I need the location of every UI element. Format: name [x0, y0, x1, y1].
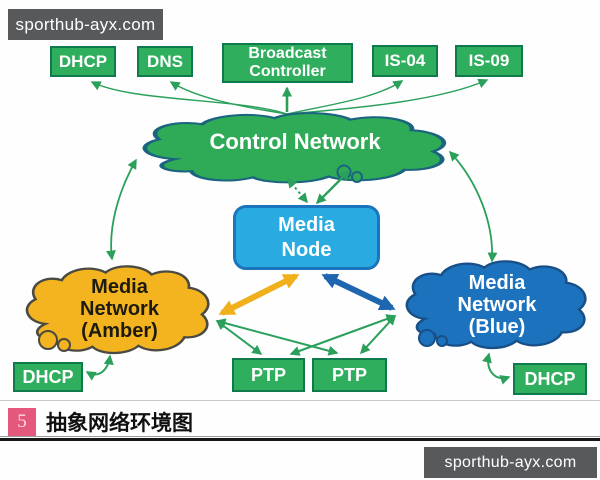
caption-rule-thick: [0, 438, 600, 441]
arrow-blue-ptp2: [359, 314, 397, 355]
dhcp-top-box: DHCP: [50, 46, 116, 77]
arrow-blue-dhcp-right: [482, 352, 511, 385]
watermark-bottom: sporthub-ayx.com: [424, 447, 597, 478]
dhcp-bottom-left-box: DHCP: [13, 362, 83, 392]
ptp-left-box: PTP: [232, 358, 305, 392]
blue-cloud-tail: [418, 329, 448, 347]
dhcp-bottom-right-box: DHCP: [513, 363, 587, 395]
dns-box: DNS: [137, 46, 193, 77]
arrow-control-blue: [448, 150, 498, 263]
figure-caption: 抽象网络环境图: [46, 411, 193, 435]
arrows-control-to-services: [90, 78, 489, 115]
arrows-ptp-links: [215, 314, 397, 356]
caption-rule-thin: [0, 436, 600, 437]
arrow-to-dhcp-top: [90, 81, 288, 115]
media-node-line1: Media: [278, 213, 335, 236]
caption-rule-top: [0, 400, 600, 401]
watermark-top: sporthub-ayx.com: [8, 9, 163, 40]
ptp-right-box: PTP: [312, 358, 387, 392]
arrow-amber-ptp2: [215, 318, 339, 356]
control-network-cloud: [145, 113, 444, 182]
is09-box: IS-09: [455, 45, 523, 77]
arrow-control-medianode-solid: [315, 169, 351, 205]
flow-blue-medianode: [321, 273, 396, 311]
arrow-to-is04: [286, 80, 404, 115]
broadcast-controller-box: Broadcast Controller: [222, 43, 353, 83]
arrow-to-is09: [286, 78, 489, 115]
figure-number-badge: 5: [8, 408, 36, 436]
flow-amber-medianode: [218, 273, 300, 316]
arrow-to-dns: [169, 81, 288, 115]
media-node-box: Media Node: [233, 205, 380, 270]
is04-box: IS-04: [372, 45, 438, 77]
amber-cloud-tail: [38, 330, 71, 352]
media-node-line2: Node: [281, 238, 332, 261]
arrow-control-amber: [105, 158, 137, 261]
arrow-amber-dhcp-left: [85, 354, 114, 381]
arrow-blue-ptp1: [289, 314, 397, 356]
